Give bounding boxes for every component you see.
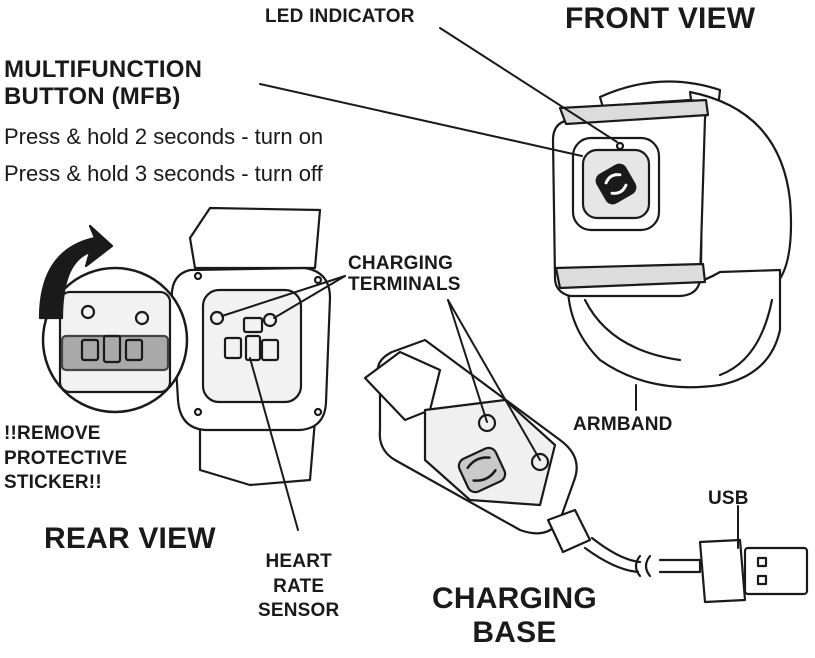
heart-rate-sensor-line3: SENSOR [258, 600, 340, 622]
charging-terminals-line2: TERMINALS [348, 274, 461, 296]
charging-base-title-line1: CHARGING [432, 582, 597, 615]
mfb-turn-off-text: Press & hold 3 seconds - turn off [4, 161, 323, 186]
led-indicator-label: LED INDICATOR [265, 6, 415, 27]
rear-view-title: REAR VIEW [44, 522, 216, 555]
sticker-warning-label: !!REMOVE PROTECTIVE STICKER!! [4, 422, 127, 496]
mfb-label: MULTIFUNCTION BUTTON (MFB) [4, 56, 203, 111]
sticker-warning-line2: PROTECTIVE [4, 447, 128, 469]
charging-base-title: CHARGING BASE [432, 582, 597, 649]
rear-device [170, 206, 332, 487]
charging-base-title-line2: BASE [472, 615, 557, 649]
heart-rate-sensor-line1: HEART [265, 551, 332, 572]
usb-cable [583, 536, 809, 604]
mfb-label-line1: MULTIFUNCTION [4, 56, 203, 83]
usb-label: USB [708, 488, 749, 509]
charging-terminals-label: CHARGING TERMINALS [348, 253, 461, 296]
led-indicator-icon [615, 141, 625, 151]
charging-terminals-line1: CHARGING [348, 253, 454, 274]
heart-rate-sensor-line2: RATE [273, 575, 325, 597]
leader-lines [221, 27, 739, 549]
armband-label: ARMBAND [573, 414, 673, 435]
sticker-warning-line1: !!REMOVE [4, 423, 101, 444]
front-armband [566, 80, 793, 389]
sticker-inset [38, 224, 189, 414]
charging-base [363, 338, 592, 554]
front-device [551, 98, 710, 298]
sticker-warning-line3: STICKER!! [4, 472, 102, 494]
mfb-turn-on-text: Press & hold 2 seconds - turn on [4, 124, 324, 149]
mfb-label-line2: BUTTON (MFB) [4, 82, 181, 110]
front-view-title: FRONT VIEW [565, 2, 756, 35]
mfb-logo-icon [595, 163, 637, 205]
usb-plug-icon [743, 546, 809, 596]
heart-rate-sensor-label: HEART RATE SENSOR [258, 550, 339, 624]
